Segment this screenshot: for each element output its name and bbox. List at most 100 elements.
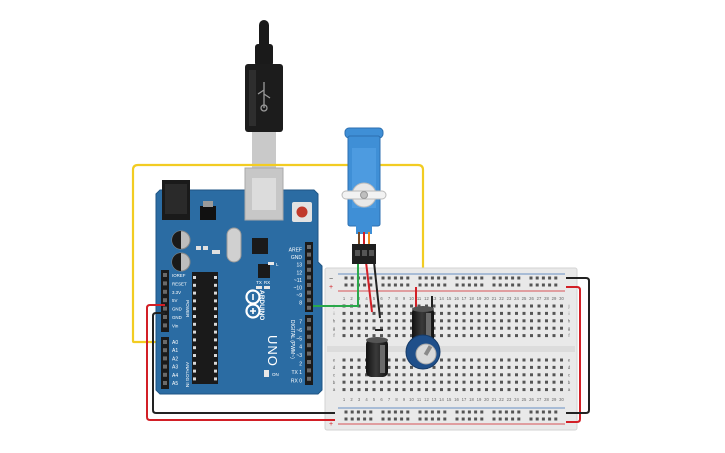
breadboard-hole[interactable] [432,380,436,384]
breadboard-hole[interactable] [395,304,398,308]
breadboard-hole[interactable] [462,304,466,308]
breadboard-hole[interactable] [365,304,368,308]
rail-hole[interactable] [498,417,502,421]
rail-hole[interactable] [467,410,471,414]
breadboard-hole[interactable] [537,373,541,377]
breadboard-hole[interactable] [530,380,533,384]
rail-hole[interactable] [511,283,515,287]
rail-hole[interactable] [381,276,385,280]
breadboard-hole[interactable] [545,373,548,377]
breadboard-hole[interactable] [447,365,451,369]
breadboard-hole[interactable] [350,311,353,315]
breadboard-hole[interactable] [560,388,563,392]
breadboard-hole[interactable] [440,388,443,392]
rail-hole[interactable] [363,410,367,414]
breadboard-hole[interactable] [372,326,376,330]
rail-hole[interactable] [424,276,428,280]
rail-hole[interactable] [461,276,465,280]
breadboard-hole[interactable] [537,311,541,315]
rail-hole[interactable] [418,276,422,280]
breadboard-hole[interactable] [455,311,458,315]
breadboard-hole[interactable] [470,358,473,362]
breadboard-hole[interactable] [387,311,391,315]
breadboard-hole[interactable] [462,380,466,384]
breadboard-hole[interactable] [545,304,548,308]
breadboard-hole[interactable] [447,373,451,377]
breadboard-hole[interactable] [455,388,458,392]
breadboard-hole[interactable] [515,380,518,384]
header-hole[interactable] [307,290,311,295]
breadboard-hole[interactable] [387,373,391,377]
reset-button-cap[interactable] [296,206,308,218]
header-hole[interactable] [307,305,311,310]
breadboard-hole[interactable] [365,388,368,392]
breadboard-hole[interactable] [455,380,458,384]
breadboard-hole[interactable] [537,365,541,369]
breadboard-hole[interactable] [515,319,518,323]
rail-hole[interactable] [504,410,508,414]
rail-hole[interactable] [474,417,478,421]
rail-hole[interactable] [541,276,545,280]
rail-hole[interactable] [437,410,441,414]
breadboard-hole[interactable] [380,334,383,338]
header-hole[interactable] [307,267,311,272]
rail-hole[interactable] [455,417,459,421]
breadboard-hole[interactable] [560,304,563,308]
breadboard-hole[interactable] [387,304,391,308]
rail-hole[interactable] [554,276,558,280]
rail-hole[interactable] [461,283,465,287]
breadboard-hole[interactable] [402,365,406,369]
breadboard-hole[interactable] [342,334,346,338]
breadboard-hole[interactable] [387,380,391,384]
breadboard-hole[interactable] [380,319,383,323]
rail-hole[interactable] [437,417,441,421]
breadboard-hole[interactable] [515,365,518,369]
rail-hole[interactable] [418,410,422,414]
header-hole[interactable] [307,334,311,339]
rail-hole[interactable] [387,283,391,287]
rail-hole[interactable] [529,417,533,421]
rail-hole[interactable] [344,410,348,414]
rail-hole[interactable] [387,276,391,280]
rail-hole[interactable] [541,417,545,421]
rail-hole[interactable] [356,410,360,414]
breadboard-hole[interactable] [500,319,503,323]
breadboard-hole[interactable] [417,304,421,308]
breadboard-hole[interactable] [545,326,548,330]
header-hole[interactable] [163,348,167,353]
breadboard-hole[interactable] [447,326,451,330]
breadboard-hole[interactable] [402,334,406,338]
rail-hole[interactable] [548,417,552,421]
breadboard-hole[interactable] [402,388,406,392]
breadboard-hole[interactable] [402,304,406,308]
breadboard-hole[interactable] [395,334,398,338]
breadboard-hole[interactable] [470,388,473,392]
rail-hole[interactable] [541,410,545,414]
breadboard-hole[interactable] [365,334,368,338]
header-hole[interactable] [307,343,311,348]
breadboard-hole[interactable] [485,319,488,323]
breadboard-hole[interactable] [342,311,346,315]
breadboard-hole[interactable] [395,388,398,392]
breadboard-hole[interactable] [410,311,413,315]
breadboard-hole[interactable] [470,319,473,323]
breadboard-hole[interactable] [507,365,511,369]
breadboard-hole[interactable] [462,373,466,377]
potentiometer-slot[interactable] [423,345,433,356]
breadboard-hole[interactable] [470,373,473,377]
breadboard-hole[interactable] [447,311,451,315]
breadboard-hole[interactable] [492,334,496,338]
rail-hole[interactable] [400,283,404,287]
breadboard-hole[interactable] [477,326,481,330]
breadboard-hole[interactable] [515,304,518,308]
breadboard-hole[interactable] [402,380,406,384]
breadboard-hole[interactable] [560,334,563,338]
breadboard-hole[interactable] [470,365,473,369]
breadboard-hole[interactable] [432,388,436,392]
breadboard-hole[interactable] [477,388,481,392]
rail-hole[interactable] [455,410,459,414]
header-hole[interactable] [307,318,311,322]
breadboard-hole[interactable] [447,304,451,308]
breadboard-hole[interactable] [530,304,533,308]
rail-hole[interactable] [424,410,428,414]
